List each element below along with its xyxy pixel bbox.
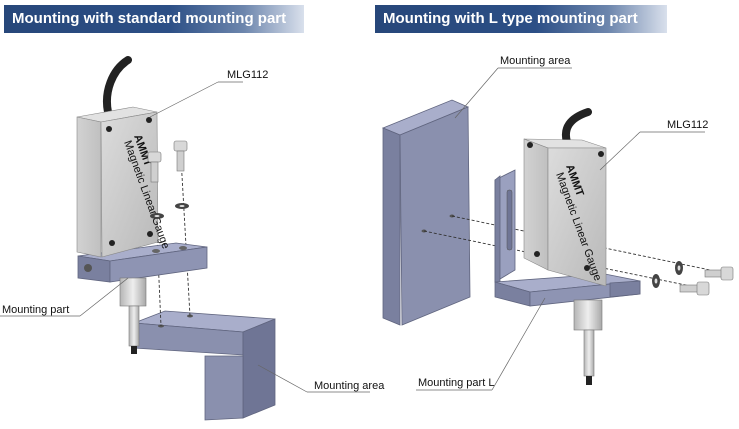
label-mounting-part-l: Mounting part L: [418, 377, 494, 389]
label-mounting-part: Mounting part: [2, 304, 69, 316]
measuring-shaft-right: [573, 299, 603, 385]
label-mounting-area-right: Mounting area: [500, 55, 571, 67]
screw-set-left: [147, 140, 189, 219]
sensor-mlg112-right: AMMT Magnetic Linear Gauge: [523, 108, 607, 287]
leader-lines-right: [416, 67, 705, 391]
screw-set-right: [652, 261, 734, 296]
header-standard-mounting: Mounting with standard mounting part: [4, 5, 304, 33]
label-mounting-area-left: Mounting area: [314, 380, 385, 392]
standard-mounting-part: [77, 242, 208, 283]
mounting-area-block-left: [133, 310, 276, 421]
label-mlg112-right: MLG112: [667, 119, 708, 131]
label-mlg112-left: MLG112: [227, 69, 268, 81]
mounting-area-plate-right: [381, 99, 471, 326]
header-l-type-mounting: Mounting with L type mounting part: [375, 5, 667, 33]
leader-lines-left: [0, 81, 370, 393]
measuring-shaft-left: [119, 277, 147, 354]
